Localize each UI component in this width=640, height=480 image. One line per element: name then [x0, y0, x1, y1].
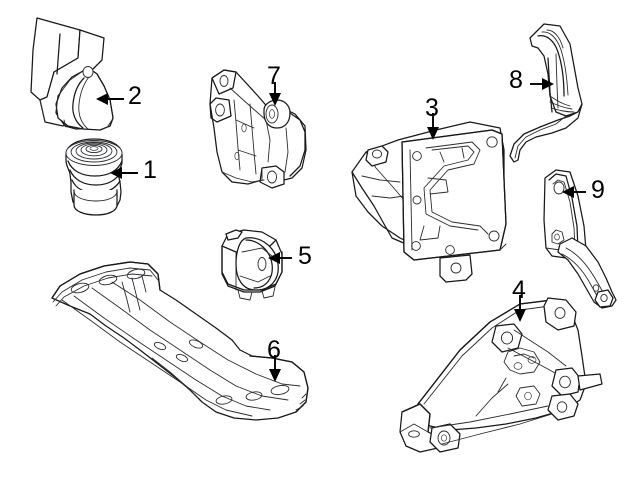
callout-arrow-7 [269, 82, 281, 106]
callout-label-5: 5 [298, 242, 312, 270]
callout-arrow-6 [269, 355, 281, 382]
part-3-engine-support-bracket-left [351, 121, 507, 283]
callout-label-1: 1 [143, 156, 157, 184]
part-4-engine-support-bracket-right [399, 297, 603, 453]
callout-leaders [96, 78, 586, 382]
callout-label-8: 8 [509, 66, 523, 94]
callout-arrow-8 [530, 78, 554, 90]
callout-arrow-4 [514, 295, 526, 322]
callout-label-2: 2 [128, 82, 142, 110]
callout-arrow-1 [110, 167, 138, 179]
callout-arrow-3 [427, 113, 439, 140]
callout-arrow-2 [96, 93, 124, 105]
part-5-transmission-mount [221, 229, 283, 301]
part-9-support-bracket-with-arm [543, 169, 617, 309]
part-2-engine-mount-heat-shield [30, 17, 114, 131]
part-7-engine-mount-carrier-bracket [209, 69, 307, 189]
callout-label-6: 6 [267, 336, 281, 364]
callout-arrow-9 [562, 186, 586, 198]
part-1-engine-mount-bushing [65, 138, 123, 216]
callout-label-7: 7 [267, 62, 281, 90]
part-6-transmission-crossmember [51, 261, 309, 421]
part-8-support-strut-upper [509, 23, 583, 163]
callout-arrow-5 [268, 252, 292, 264]
callout-label-4: 4 [512, 276, 526, 304]
callout-label-3: 3 [425, 94, 439, 122]
callout-label-9: 9 [591, 176, 605, 204]
